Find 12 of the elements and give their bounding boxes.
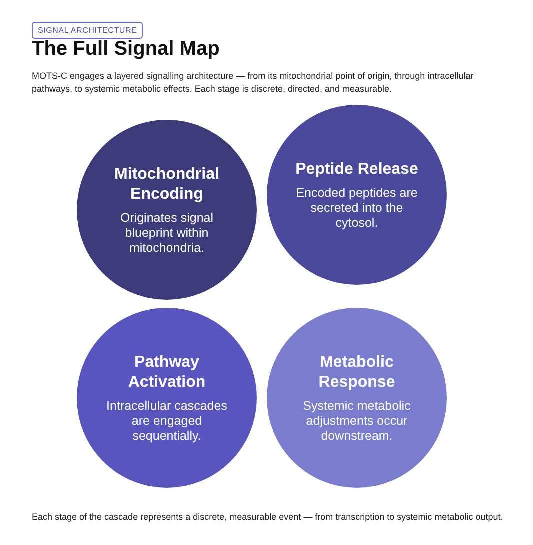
stage-description: Originates signal blueprint within mitochondria. xyxy=(119,210,215,256)
stage-heading: Mitochondrial Encoding xyxy=(114,164,220,204)
stage-heading: Metabolic Response xyxy=(318,352,396,392)
stage-description: Intracellular cascades are engaged sequentially. xyxy=(106,398,228,444)
caption: Each stage of the cascade represents a discrete, measurable event — from transcription to systemic metabolic output. xyxy=(32,512,504,522)
stage-description: Encoded peptides are secreted into the cytosol. xyxy=(295,186,419,230)
intro-paragraph: MOTS-C engages a layered signalling architecture — from its mitochondrial point of origin, through intracellular pathways, to systemic metabolic effects. Each stage is discrete, directed, and measurable. xyxy=(32,70,475,96)
stage-description: Systemic metabolic adjustments occur downstream. xyxy=(302,398,412,444)
stage-heading: Pathway Activation xyxy=(127,352,207,392)
page-title: The Full Signal Map xyxy=(32,38,220,61)
stage-heading: Peptide Release xyxy=(296,160,418,180)
section-tag: SIGNAL ARCHITECTURE xyxy=(32,22,144,39)
